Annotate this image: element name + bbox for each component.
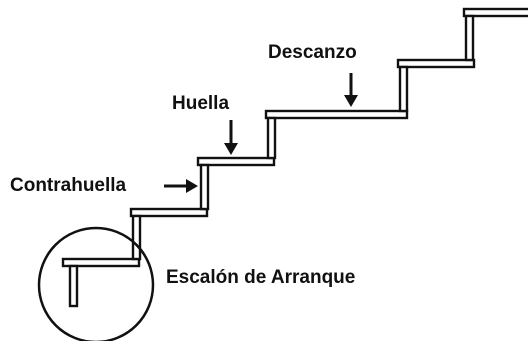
riser-1	[68, 264, 79, 308]
riser-4	[266, 116, 277, 160]
tread-6	[462, 7, 528, 18]
huella-arrow-head	[224, 143, 238, 155]
landing-tread	[264, 109, 409, 120]
huella-label: Huella	[172, 93, 230, 114]
tread-1	[61, 257, 141, 268]
escalon-de-arranque-label: Escalón de Arranque	[166, 267, 356, 288]
tread-5	[396, 58, 476, 69]
contrahuella-label: Contrahuella	[10, 175, 127, 196]
descanzo-arrow-head	[344, 95, 358, 107]
riser-2	[131, 214, 142, 261]
tread-2	[129, 207, 209, 218]
riser-6	[464, 14, 475, 62]
descanzo-label: Descanzo	[268, 42, 357, 63]
tread-3	[196, 156, 276, 167]
riser-5	[398, 65, 409, 113]
contrahuella-arrow-head	[186, 179, 198, 193]
escalon-highlight-circle	[37, 226, 155, 341]
riser-3	[199, 163, 210, 211]
